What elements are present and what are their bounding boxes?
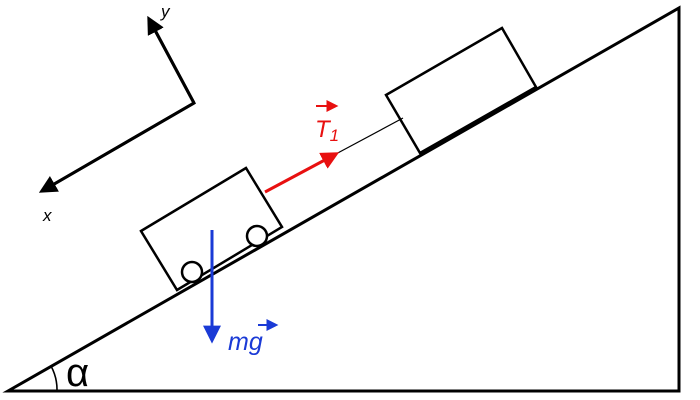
cart-body — [139, 166, 284, 292]
rope — [333, 117, 404, 156]
angle-arc — [50, 365, 58, 392]
tension-subscript: 1 — [330, 126, 339, 145]
tension-arrow — [264, 152, 340, 194]
tension-label: T1 — [315, 116, 339, 145]
weight-label: mg — [228, 328, 263, 356]
upper-block — [384, 26, 538, 155]
y-axis-arrow — [147, 15, 196, 104]
cart — [139, 166, 284, 292]
incline-plane — [2, 5, 681, 393]
cart-wheel-rear — [180, 260, 204, 284]
axes-corner — [43, 18, 197, 192]
cart-wheel-front — [245, 224, 269, 248]
x-axis-label: x — [42, 206, 52, 225]
tension-symbol: T — [315, 116, 332, 143]
angle-label: α — [66, 351, 89, 395]
y-axis-label: y — [160, 2, 171, 21]
x-axis-arrow — [38, 101, 195, 193]
